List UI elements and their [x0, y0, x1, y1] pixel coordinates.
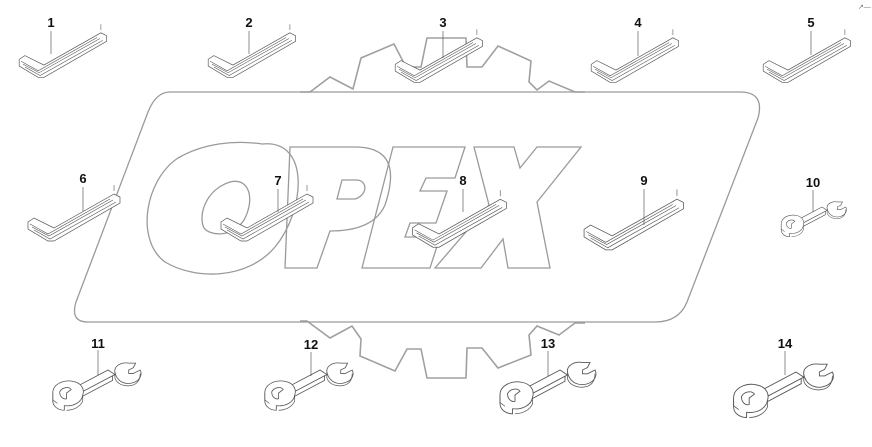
callout-9[interactable]: 9 [640, 173, 648, 188]
part-9-hex-key[interactable] [583, 189, 684, 251]
gear-outline-bottom [300, 320, 585, 379]
part-4-hex-key[interactable] [590, 28, 679, 83]
logo-letter-p [284, 146, 392, 269]
logo-letter-o-counter [201, 180, 251, 235]
part-2-hex-key[interactable] [207, 23, 296, 78]
callout-7[interactable]: 7 [274, 173, 282, 188]
logo-letter-p-counter [336, 179, 366, 200]
callout-10[interactable]: 10 [805, 175, 821, 190]
callout-6[interactable]: 6 [79, 171, 87, 186]
part-5-hex-key[interactable] [762, 28, 851, 83]
logo-letter-e [361, 146, 466, 269]
opex-logo-background [73, 37, 761, 379]
callout-12[interactable]: 12 [303, 337, 319, 352]
logo-letter-o [146, 141, 299, 275]
callout-4[interactable]: 4 [634, 15, 642, 30]
part-12-wrench[interactable] [264, 362, 354, 411]
gear-outline-top [300, 37, 585, 93]
part-11-wrench[interactable] [52, 362, 142, 411]
logo-parallelogram-outline [73, 91, 761, 323]
callout-8[interactable]: 8 [459, 173, 467, 188]
callout-13[interactable]: 13 [540, 336, 556, 351]
callout-11[interactable]: 11 [91, 336, 105, 351]
part-10-wrench[interactable] [780, 201, 847, 238]
logo-letter-x [433, 146, 583, 269]
corner-mark: ↗ — [858, 4, 871, 11]
callout-5[interactable]: 5 [807, 15, 815, 30]
leader-lines [50, 31, 814, 376]
callout-1[interactable]: 1 [47, 15, 55, 30]
callout-14[interactable]: 14 [777, 336, 793, 351]
callout-3[interactable]: 3 [439, 15, 447, 30]
part-1-hex-key[interactable] [18, 23, 107, 78]
part-6-hex-key[interactable] [27, 184, 121, 242]
part-7-hex-key[interactable] [220, 184, 314, 242]
part-14-wrench[interactable] [733, 363, 834, 418]
callout-2[interactable]: 2 [245, 15, 253, 30]
